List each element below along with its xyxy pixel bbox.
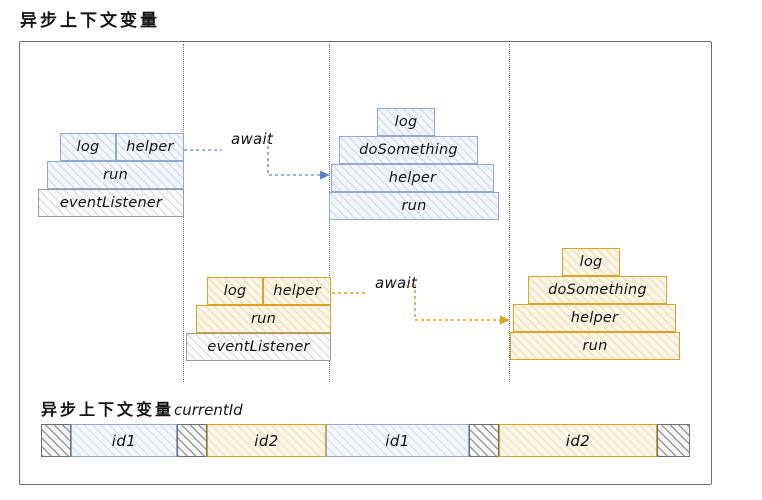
stack-blue-right-frame-dosomething: doSomething (339, 136, 478, 164)
timeline-gap-1 (41, 424, 71, 457)
stack-blue-left-frame-helper: helper (116, 133, 184, 161)
stack-blue-left-frame-log: log (60, 133, 116, 161)
await-blue-label: await (231, 130, 274, 148)
stack-orange-right-frame-helper: helper (513, 304, 676, 332)
stack-orange-left-frame-run: run (196, 305, 331, 333)
stack-blue-left-frame-eventlistener: eventListener (38, 189, 184, 217)
stack-orange-right-frame-dosomething: doSomething (528, 276, 667, 304)
timeline-seg-id2-b: id2 (499, 424, 657, 457)
timeline-title-var: currentId (174, 401, 243, 419)
timeline-title-cn: 异步上下文变量 (41, 400, 175, 419)
divider-3 (509, 44, 510, 382)
await-orange-label: await (375, 274, 418, 292)
timeline-gap-4 (657, 424, 690, 457)
stack-blue-right-frame-run: run (329, 192, 499, 220)
stack-orange-right-frame-log: log (562, 248, 620, 276)
stack-blue-right-frame-helper: helper (331, 164, 494, 192)
timeline-seg-id2-a: id2 (207, 424, 326, 457)
timeline-seg-id1-b: id1 (326, 424, 469, 457)
stack-orange-left-frame-helper: helper (263, 277, 331, 305)
page-title: 异步上下文变量 (20, 11, 160, 31)
timeline-title: 异步上下文变量currentId (41, 396, 243, 420)
stack-orange-left-frame-eventlistener: eventListener (186, 333, 331, 361)
stack-blue-right-frame-log: log (377, 108, 435, 136)
diagram-frame (19, 41, 712, 485)
timeline-gap-2 (177, 424, 207, 457)
timeline-seg-id1-a: id1 (71, 424, 177, 457)
stack-orange-left-frame-log: log (207, 277, 263, 305)
stack-blue-left-frame-run: run (47, 161, 184, 189)
stack-orange-right-frame-run: run (510, 332, 680, 360)
timeline-gap-3 (469, 424, 499, 457)
